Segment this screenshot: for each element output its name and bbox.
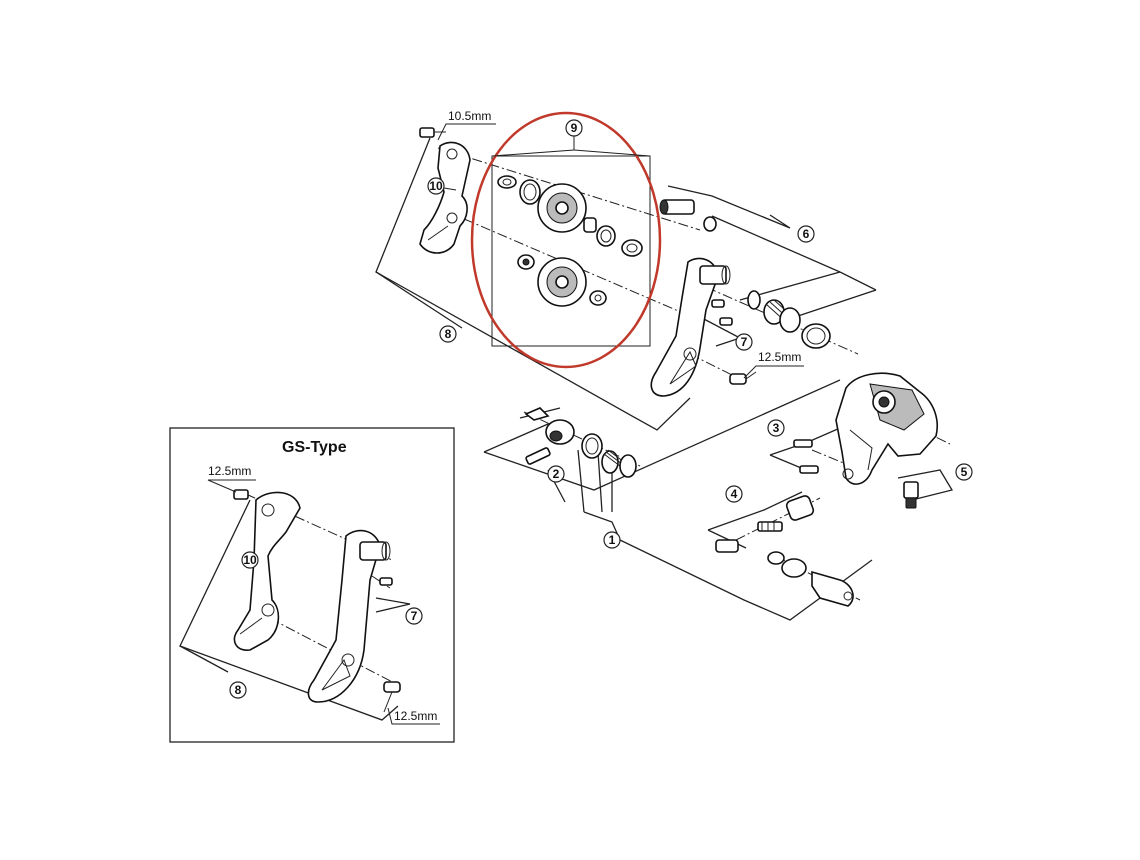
callout-5: 5 xyxy=(955,463,973,481)
pivot-axle-parts xyxy=(659,199,831,349)
tension-pulley xyxy=(537,183,587,233)
callout-2: 2 xyxy=(547,465,565,483)
gs-type-box: GS-Type xyxy=(169,427,455,743)
gs-inner-cage-plate xyxy=(307,529,391,703)
svg-text:12.5mm: 12.5mm xyxy=(758,350,801,364)
gs-top-pin xyxy=(233,489,249,500)
b-screw-5 xyxy=(903,481,919,509)
cage-bolt xyxy=(729,371,757,385)
callout-4: 4 xyxy=(725,485,743,503)
svg-text:7: 7 xyxy=(741,335,748,349)
gs-callout-7: 7 xyxy=(405,607,423,625)
gs-cage-bolt xyxy=(383,681,401,713)
svg-text:8: 8 xyxy=(445,327,452,341)
pulley-highlight-ring xyxy=(470,111,662,369)
svg-text:12.5mm: 12.5mm xyxy=(208,464,251,478)
svg-text:10.5mm: 10.5mm xyxy=(448,109,491,123)
svg-text:8: 8 xyxy=(235,683,242,697)
callout-3: 3 xyxy=(767,419,785,437)
dimension-top-pin: 10.5mm xyxy=(437,109,496,141)
callout-6: 6 xyxy=(797,225,815,243)
outer-cage-plate xyxy=(419,141,471,254)
gs-callout-8: 8 xyxy=(229,681,247,699)
guide-pulley xyxy=(537,257,587,307)
axle-parts-1-2 xyxy=(524,407,637,478)
callout-7: 7 xyxy=(735,333,753,351)
svg-text:9: 9 xyxy=(571,121,578,135)
callout-10: 10 xyxy=(427,177,457,195)
dimension-main-bolt: 12.5mm xyxy=(743,350,804,379)
svg-text:10: 10 xyxy=(429,179,443,193)
svg-text:10: 10 xyxy=(243,553,257,567)
rear-derailleur-body xyxy=(835,372,938,485)
svg-text:6: 6 xyxy=(803,227,810,241)
pulley-set xyxy=(491,155,651,347)
cable-adjuster-4 xyxy=(715,495,815,553)
svg-text:3: 3 xyxy=(773,421,780,435)
callout-8: 8 xyxy=(439,325,457,343)
callout-9: 9 xyxy=(491,119,651,157)
callout-1: 1 xyxy=(603,531,621,549)
cage-screws-7 xyxy=(711,299,733,326)
mounting-bolt xyxy=(767,551,854,607)
top-pivot-pin xyxy=(419,127,446,138)
svg-text:7: 7 xyxy=(411,609,418,623)
gs-type-title: GS-Type xyxy=(282,439,347,456)
gs-callout-10: 10 xyxy=(241,551,259,569)
svg-text:5: 5 xyxy=(961,465,968,479)
limit-screws-3 xyxy=(793,439,819,474)
dimension-gs-bottom-bolt: 12.5mm xyxy=(387,707,440,725)
svg-text:4: 4 xyxy=(731,487,738,501)
gs-cage-screws-7 xyxy=(379,577,393,586)
svg-text:1: 1 xyxy=(609,533,616,547)
gs-outer-cage-plate xyxy=(233,491,301,651)
inner-cage-plate xyxy=(650,257,731,397)
svg-text:2: 2 xyxy=(553,467,560,481)
svg-text:12.5mm: 12.5mm xyxy=(394,709,437,723)
dimension-gs-top-pin: 12.5mm xyxy=(207,464,256,493)
b-tension-spring xyxy=(763,299,801,333)
